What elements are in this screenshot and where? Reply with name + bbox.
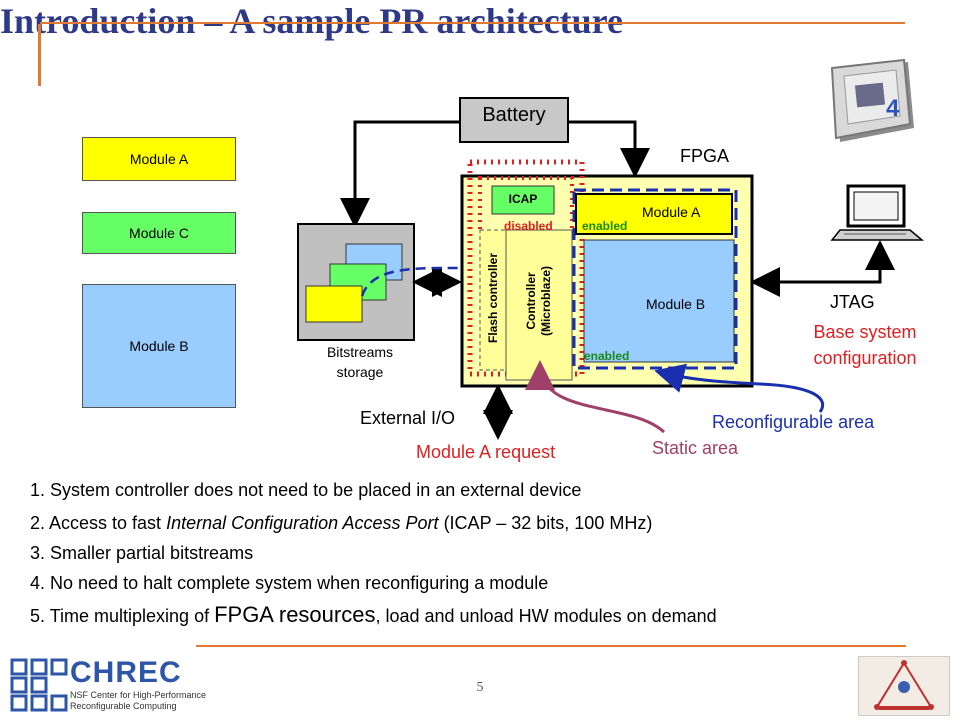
module-a-request-label: Module A request bbox=[416, 442, 556, 462]
base-system-label-1: Base system bbox=[813, 322, 917, 342]
battery-box bbox=[459, 97, 569, 143]
jtag-label: JTAG bbox=[830, 292, 875, 312]
bullet-2: 2. Access to fast Internal Configuration… bbox=[30, 513, 652, 534]
controller-box bbox=[505, 229, 573, 381]
chrec-logo-name: CHREC bbox=[70, 656, 182, 689]
bullet-5-post: , load and unload HW modules on demand bbox=[375, 606, 717, 626]
controller-label-line1: Controller bbox=[524, 272, 538, 330]
bullet-5-big: FPGA resources bbox=[214, 602, 376, 627]
chrec-logo-mark-icon bbox=[10, 658, 68, 712]
virtex-4-chip-icon: 4 bbox=[822, 58, 918, 148]
bullet-2-pre: 2. Access to fast bbox=[30, 513, 167, 533]
fpga-label: FPGA bbox=[680, 146, 730, 166]
base-system-label-2: configuration bbox=[813, 348, 917, 368]
flash-controller-label: Flash controller bbox=[486, 252, 500, 344]
enabled-bottom-label: enabled bbox=[584, 349, 630, 363]
bullet-2-italic: Internal Configuration Access Port bbox=[166, 513, 439, 533]
flash-controller-box bbox=[479, 229, 507, 371]
title-left-bar bbox=[38, 24, 41, 86]
module-a-box: Module A bbox=[82, 137, 236, 181]
slide-number: 5 bbox=[476, 680, 484, 695]
bullet-5-pre: 5. Time multiplexing of bbox=[30, 606, 215, 626]
reconfigurable-area-label: Reconfigurable area bbox=[712, 412, 875, 432]
icap-label: ICAP bbox=[508, 192, 538, 206]
battery-label: Battery bbox=[482, 104, 546, 126]
bullet-5: 5. Time multiplexing of FPGA resources, … bbox=[30, 602, 717, 628]
university-logo-icon bbox=[858, 656, 950, 716]
module-c-box: Module C bbox=[82, 212, 236, 254]
chrec-logo-line2: Reconfigurable Computing bbox=[70, 701, 177, 711]
external-io-label: External I/O bbox=[360, 408, 456, 428]
module-b-box: Module B bbox=[82, 284, 236, 408]
disabled-label: disabled bbox=[504, 219, 553, 233]
enabled-top-label: enabled bbox=[582, 219, 628, 233]
slide-title: Introduction – A sample PR architecture bbox=[0, 1, 623, 41]
fpga-module-b-label: Module B bbox=[646, 296, 706, 312]
bullet-4: 4. No need to halt complete system when … bbox=[30, 573, 549, 593]
title-top-rule bbox=[40, 22, 905, 24]
chrec-logo: CHREC NSF Center for High-Performance Re… bbox=[8, 654, 208, 714]
fpga-module-b-box bbox=[583, 239, 735, 363]
laptop-icon bbox=[830, 184, 925, 241]
static-area-label: Static area bbox=[652, 438, 739, 458]
fpga-module-a-label: Module A bbox=[642, 204, 701, 220]
fpga-module-a-box bbox=[575, 193, 733, 235]
bullet-2-post: (ICAP – 32 bits, 100 MHz) bbox=[438, 513, 653, 533]
bullet-3: 3. Smaller partial bitstreams bbox=[30, 543, 254, 563]
bitstreams-storage-label-2: storage bbox=[336, 364, 384, 380]
bitstreams-storage-label-1: Bitstreams bbox=[326, 344, 394, 360]
svg-text:4: 4 bbox=[886, 95, 900, 122]
controller-label-line2: (Microblaze) bbox=[539, 266, 553, 337]
bullet-1: 1. System controller does not need to be… bbox=[30, 480, 582, 500]
chrec-logo-line1: NSF Center for High-Performance bbox=[70, 690, 207, 700]
icap-box bbox=[491, 185, 555, 215]
controller-label: Controller (Microblaze) bbox=[524, 251, 554, 351]
